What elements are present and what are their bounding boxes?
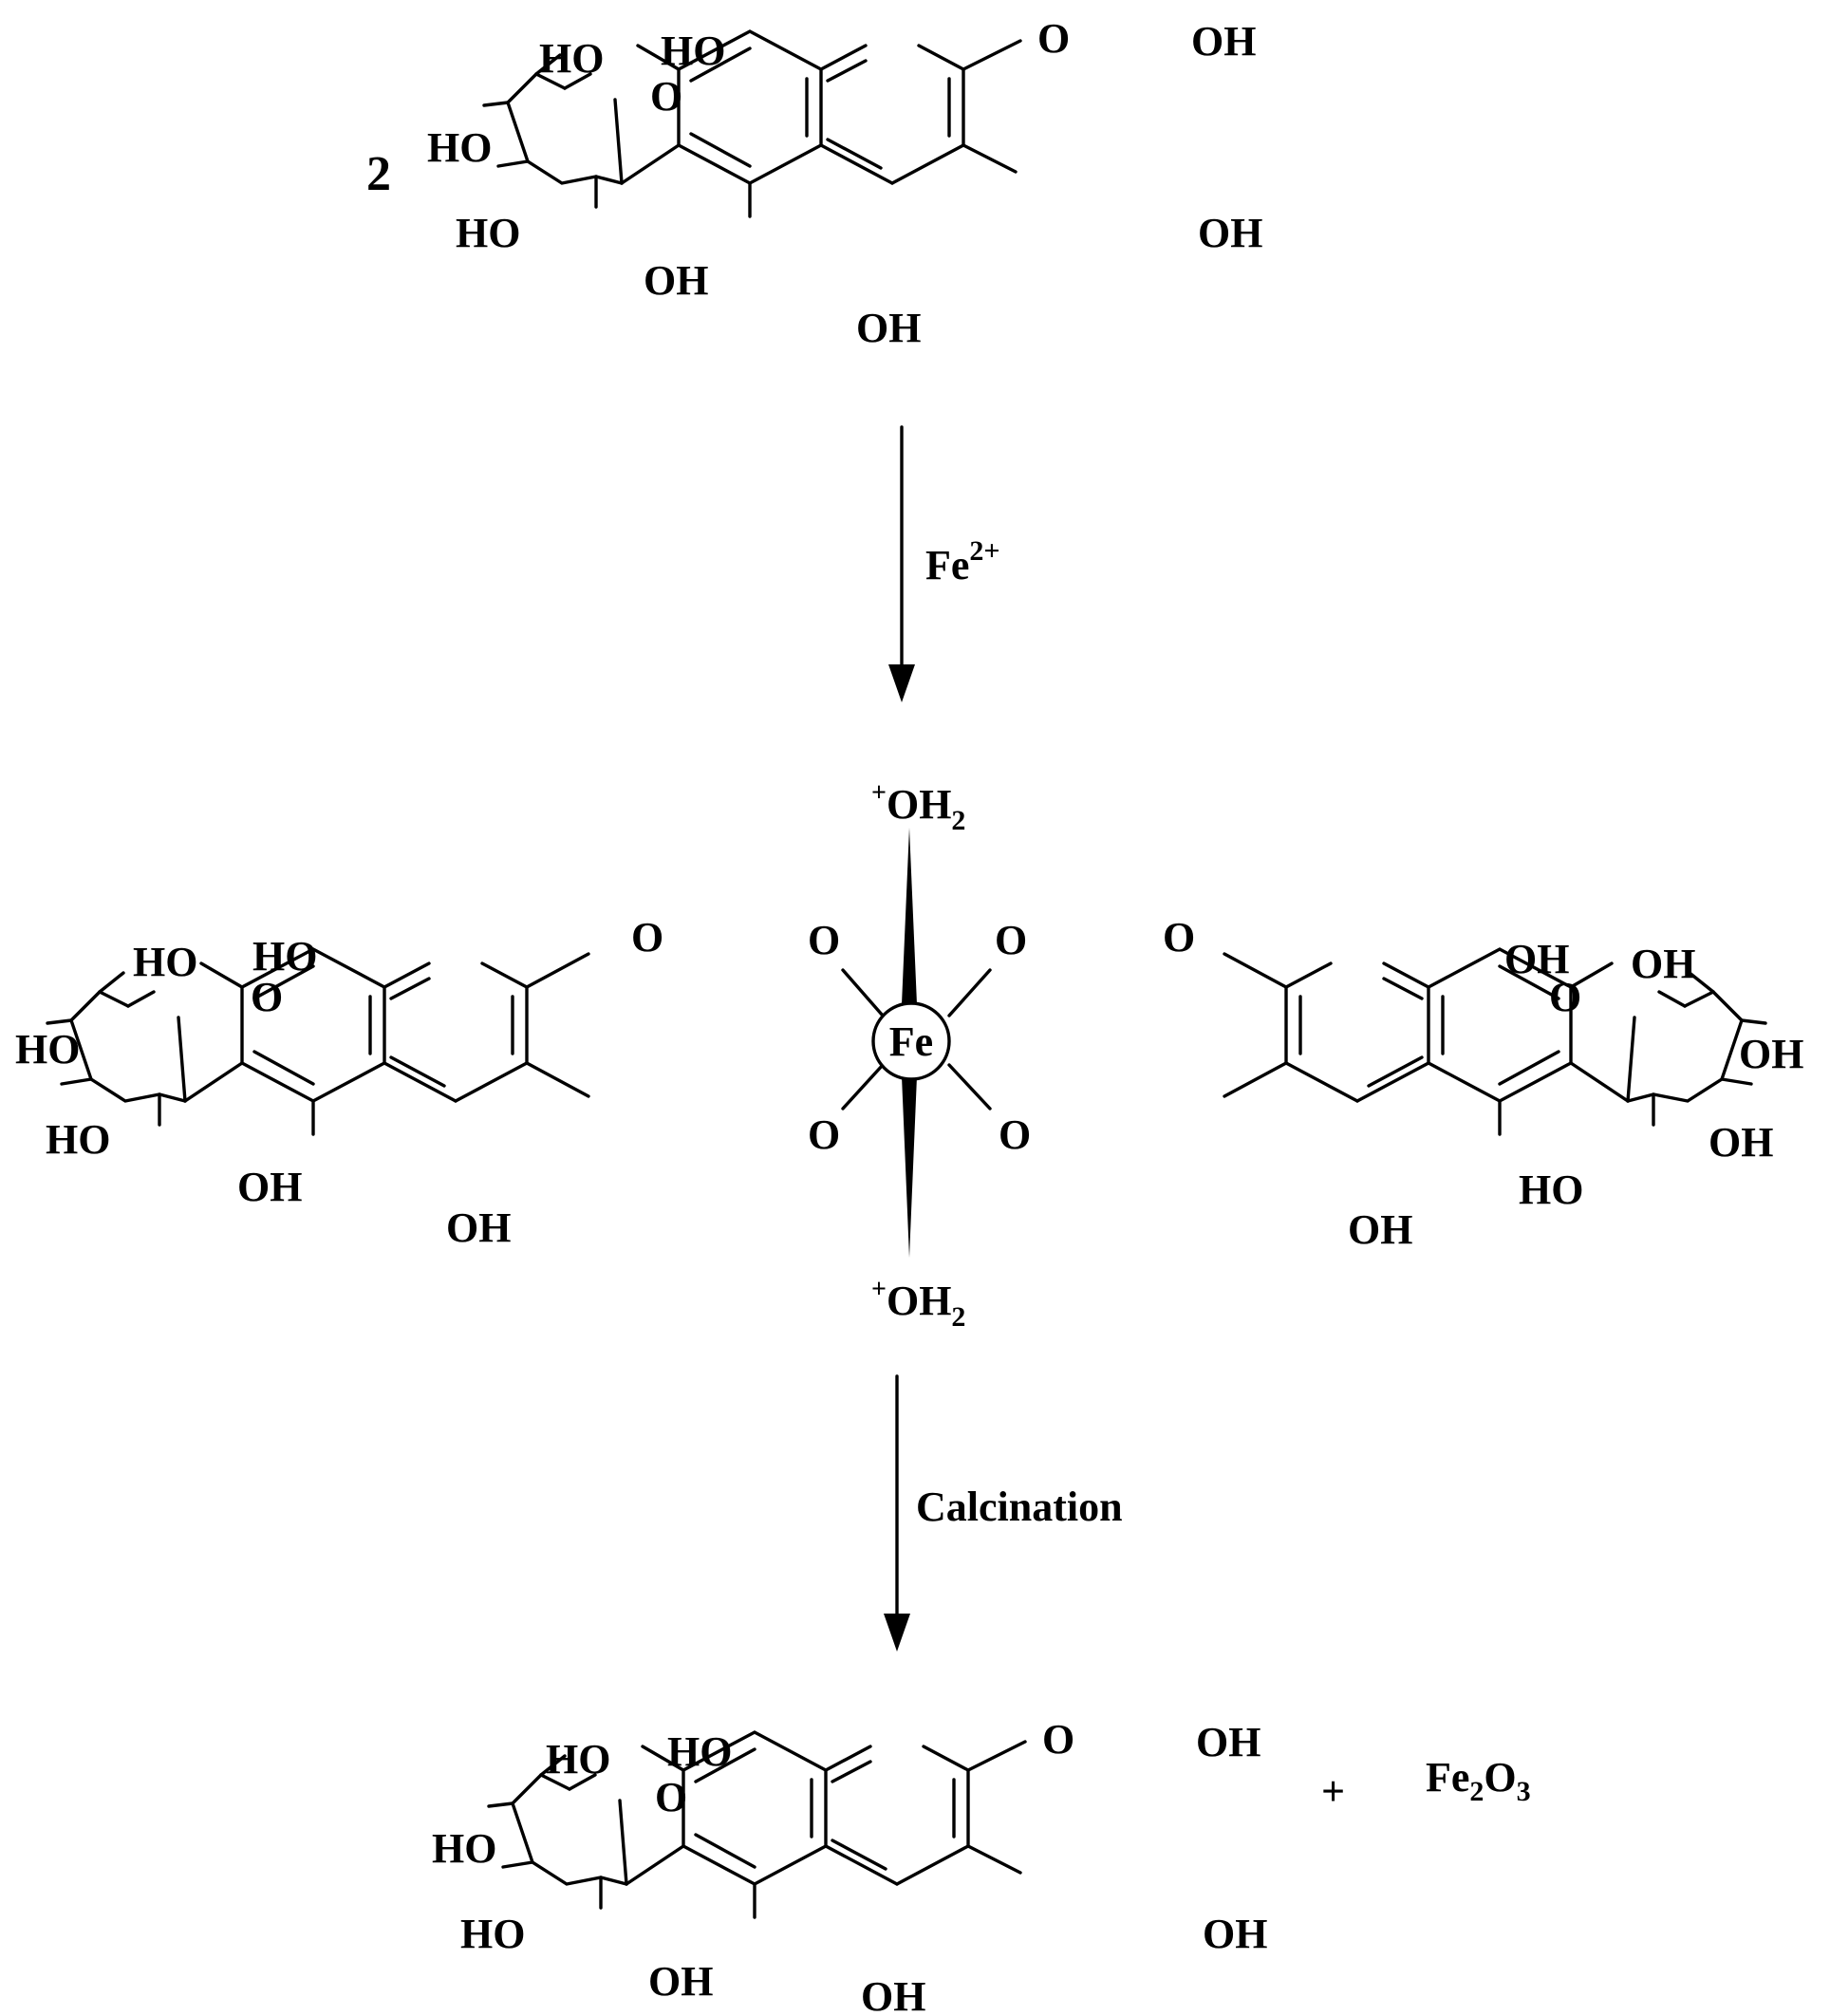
hydroxyl-label: OH bbox=[1348, 1206, 1412, 1253]
hydroxyl-label: OH bbox=[856, 305, 921, 351]
ring-oxygen-label: O bbox=[1549, 974, 1581, 1020]
hydroxyl-label: HO bbox=[667, 1728, 732, 1775]
hydroxyl-label: OH bbox=[1191, 18, 1256, 65]
hydroxyl-label: HO bbox=[46, 1116, 110, 1163]
hydroxyl-label: OH bbox=[1196, 1719, 1260, 1765]
ring-oxygen-label: O bbox=[650, 73, 682, 120]
hydroxyl-label: OH bbox=[861, 1973, 925, 2016]
ring-oxygen-label: O bbox=[655, 1774, 687, 1820]
hydroxyl-label: HO bbox=[427, 124, 492, 171]
hydroxyl-label: HO bbox=[661, 28, 725, 74]
water-ligand-bottom: +OH2 bbox=[871, 1275, 965, 1333]
plus-sign: + bbox=[1321, 1768, 1345, 1815]
hydroxyl-label: OH bbox=[644, 257, 708, 304]
hydroxyl-label: HO bbox=[432, 1825, 496, 1872]
hydroxyl-label: HO bbox=[1519, 1167, 1583, 1213]
ring-oxygen-label: O bbox=[1037, 15, 1070, 62]
ring-oxygen-label: O bbox=[808, 917, 840, 963]
hydroxyl-label: OH bbox=[1203, 1911, 1267, 1957]
reactant-molecule: 2 HO HO HO HO OH OH OH OH O O bbox=[366, 15, 1262, 351]
ring-oxygen-label: O bbox=[1042, 1716, 1074, 1763]
reagent-label: Calcination bbox=[916, 1484, 1123, 1530]
hydroxyl-label: OH bbox=[1709, 1119, 1773, 1166]
hydroxyl-label: OH bbox=[237, 1164, 302, 1210]
hydroxyl-label: HO bbox=[546, 1736, 610, 1783]
hydroxyl-label: OH bbox=[446, 1204, 511, 1251]
ring-oxygen-label: O bbox=[1163, 914, 1195, 961]
hydroxyl-label: OH bbox=[1504, 936, 1569, 982]
hydroxyl-label: OH bbox=[1631, 941, 1695, 987]
reaction-arrow-2: Calcination bbox=[884, 1374, 1123, 1652]
hydroxyl-label: HO bbox=[133, 939, 197, 985]
iron-oxide-label: Fe2O3 bbox=[1426, 1754, 1531, 1807]
hydroxyl-label: OH bbox=[648, 1958, 713, 2005]
hydroxyl-label: HO bbox=[252, 933, 317, 980]
iron-complex: Fe O O O O O O O O HO HO HO HO OH OH OH … bbox=[15, 778, 1803, 1333]
ring-oxygen-label: O bbox=[631, 914, 663, 961]
water-ligand-top: +OH2 bbox=[871, 778, 965, 836]
ring-oxygen-label: O bbox=[808, 1111, 840, 1158]
hydroxyl-label: OH bbox=[1739, 1031, 1803, 1077]
ring-oxygen-label: O bbox=[999, 1111, 1031, 1158]
hydroxyl-label: HO bbox=[539, 35, 604, 82]
hydroxyl-label: HO bbox=[15, 1026, 80, 1073]
hydroxyl-label: HO bbox=[456, 210, 520, 256]
product-molecule: HO HO HO HO OH OH OH OH O O bbox=[432, 1716, 1267, 2016]
reagent-label: Fe2+ bbox=[925, 535, 1000, 588]
iron-center-label: Fe bbox=[889, 1018, 933, 1065]
hydroxyl-label: OH bbox=[1198, 210, 1262, 256]
reaction-arrow-1: Fe2+ bbox=[888, 425, 1000, 702]
ring-oxygen-label: O bbox=[251, 974, 283, 1020]
hydroxyl-label: HO bbox=[460, 1911, 525, 1957]
stoichiometry-coefficient: 2 bbox=[366, 147, 391, 201]
ring-oxygen-label: O bbox=[995, 917, 1027, 963]
